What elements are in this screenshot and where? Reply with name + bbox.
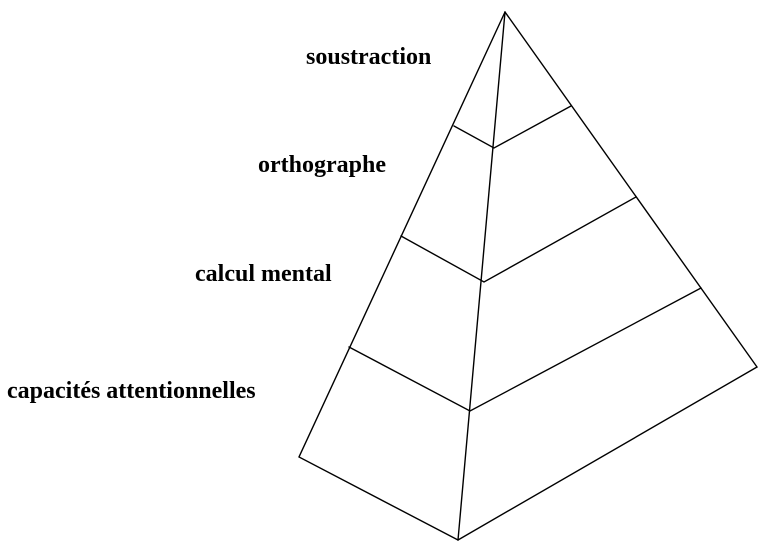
level-label-capacites-attentionnelles: capacités attentionnelles <box>7 378 256 404</box>
pyramid-front-ridge <box>457 11 506 541</box>
pyramid-left-face-outline <box>298 11 506 541</box>
pyramid-right-face-outline <box>457 11 759 541</box>
level-label-calcul-mental: calcul mental <box>195 261 332 287</box>
level-label-orthographe: orthographe <box>258 152 386 178</box>
level-divider-2 <box>400 196 637 283</box>
level-divider-3 <box>348 287 702 412</box>
level-divider-1 <box>453 105 572 149</box>
level-label-soustraction: soustraction <box>306 44 432 70</box>
